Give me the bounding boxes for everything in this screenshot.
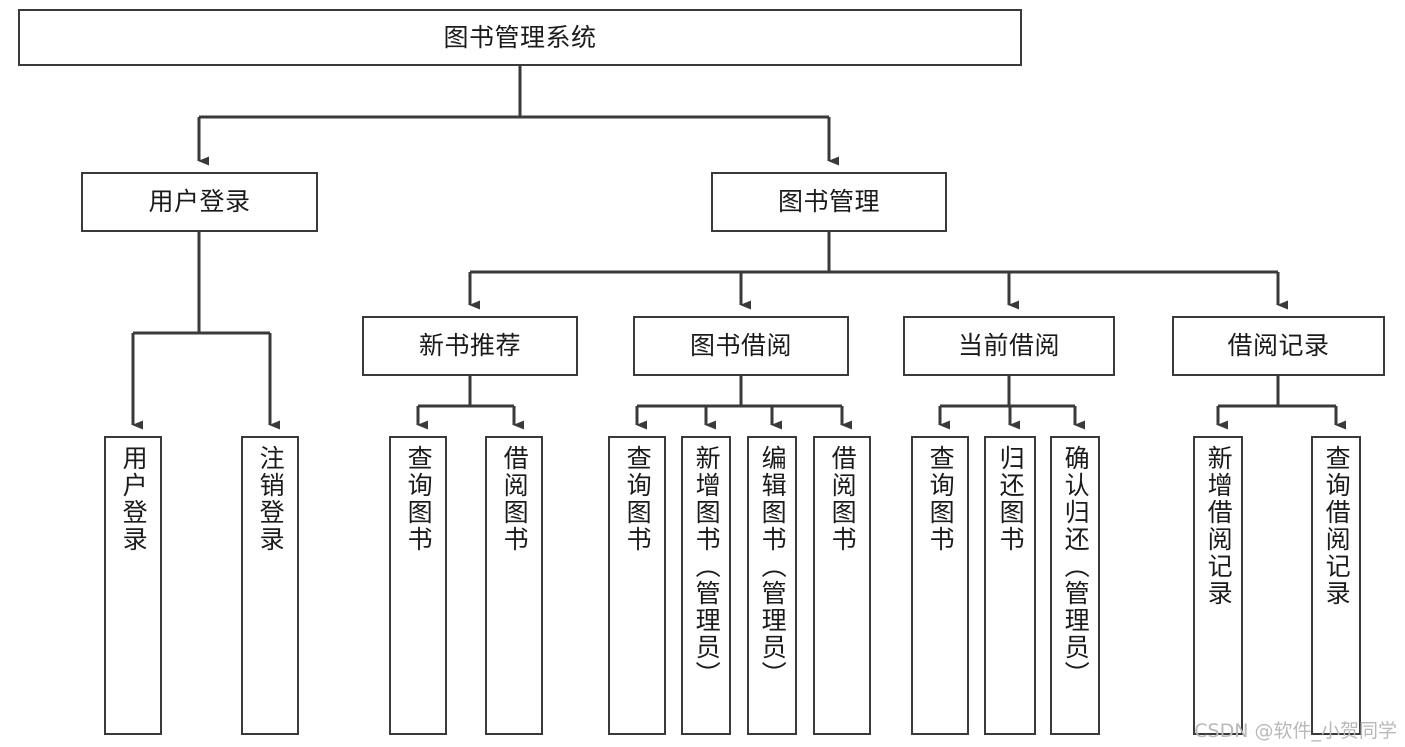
node-leaf-user-login[interactable]: 用户登录: [104, 436, 162, 735]
node-current-borrow[interactable]: 当前借阅: [903, 316, 1115, 376]
node-leaf-return-book-label: 归还图书: [996, 445, 1026, 553]
node-root[interactable]: 图书管理系统: [18, 9, 1022, 66]
node-leaf-borrow-book-recommend-label: 借阅图书: [500, 445, 530, 553]
node-leaf-borrow-book-label: 借阅图书: [828, 445, 858, 553]
node-leaf-query-borrow-record[interactable]: 查询借阅记录: [1311, 436, 1361, 735]
node-leaf-add-book[interactable]: 新增图书（管理员）: [681, 436, 731, 735]
node-leaf-borrow-book-recommend[interactable]: 借阅图书: [485, 436, 543, 735]
node-leaf-edit-book-label: 编辑图书（管理员）: [758, 445, 788, 688]
node-new-book-recommend-label: 新书推荐: [418, 331, 521, 361]
node-leaf-logout-label: 注销登录: [256, 445, 286, 553]
node-leaf-return-book[interactable]: 归还图书: [984, 436, 1036, 735]
node-book-management-label: 图书管理: [777, 187, 880, 217]
node-current-borrow-label: 当前借阅: [957, 331, 1060, 361]
node-book-management[interactable]: 图书管理: [711, 172, 947, 232]
node-user-login-label: 用户登录: [148, 187, 251, 217]
node-leaf-query-book-current[interactable]: 查询图书: [911, 436, 969, 735]
node-leaf-query-book-recommend[interactable]: 查询图书: [389, 436, 447, 735]
node-new-book-recommend[interactable]: 新书推荐: [362, 316, 578, 376]
node-borrow-record[interactable]: 借阅记录: [1172, 316, 1385, 376]
node-leaf-add-borrow-record[interactable]: 新增借阅记录: [1193, 436, 1243, 735]
node-leaf-logout[interactable]: 注销登录: [241, 436, 299, 735]
node-root-label: 图书管理系统: [443, 22, 597, 52]
node-leaf-query-borrow-record-label: 查询借阅记录: [1322, 445, 1352, 607]
node-leaf-query-book-current-label: 查询图书: [926, 445, 956, 553]
node-leaf-borrow-book[interactable]: 借阅图书: [813, 436, 871, 735]
node-leaf-confirm-return-label: 确认归还（管理员）: [1061, 445, 1091, 688]
node-leaf-confirm-return[interactable]: 确认归还（管理员）: [1050, 436, 1100, 735]
node-leaf-add-borrow-record-label: 新增借阅记录: [1204, 445, 1234, 607]
node-leaf-edit-book[interactable]: 编辑图书（管理员）: [747, 436, 797, 735]
node-borrow-record-label: 借阅记录: [1227, 331, 1330, 361]
node-leaf-query-book-borrow[interactable]: 查询图书: [608, 436, 666, 735]
watermark-text: CSDN @软件_小贺同学: [1194, 720, 1397, 742]
node-leaf-query-book-recommend-label: 查询图书: [404, 445, 434, 553]
node-book-borrow-label: 图书借阅: [689, 331, 792, 361]
node-leaf-user-login-label: 用户登录: [119, 445, 149, 553]
node-user-login[interactable]: 用户登录: [81, 172, 318, 232]
node-book-borrow[interactable]: 图书借阅: [633, 316, 849, 376]
node-leaf-add-book-label: 新增图书（管理员）: [692, 445, 722, 688]
node-leaf-query-book-borrow-label: 查询图书: [623, 445, 653, 553]
